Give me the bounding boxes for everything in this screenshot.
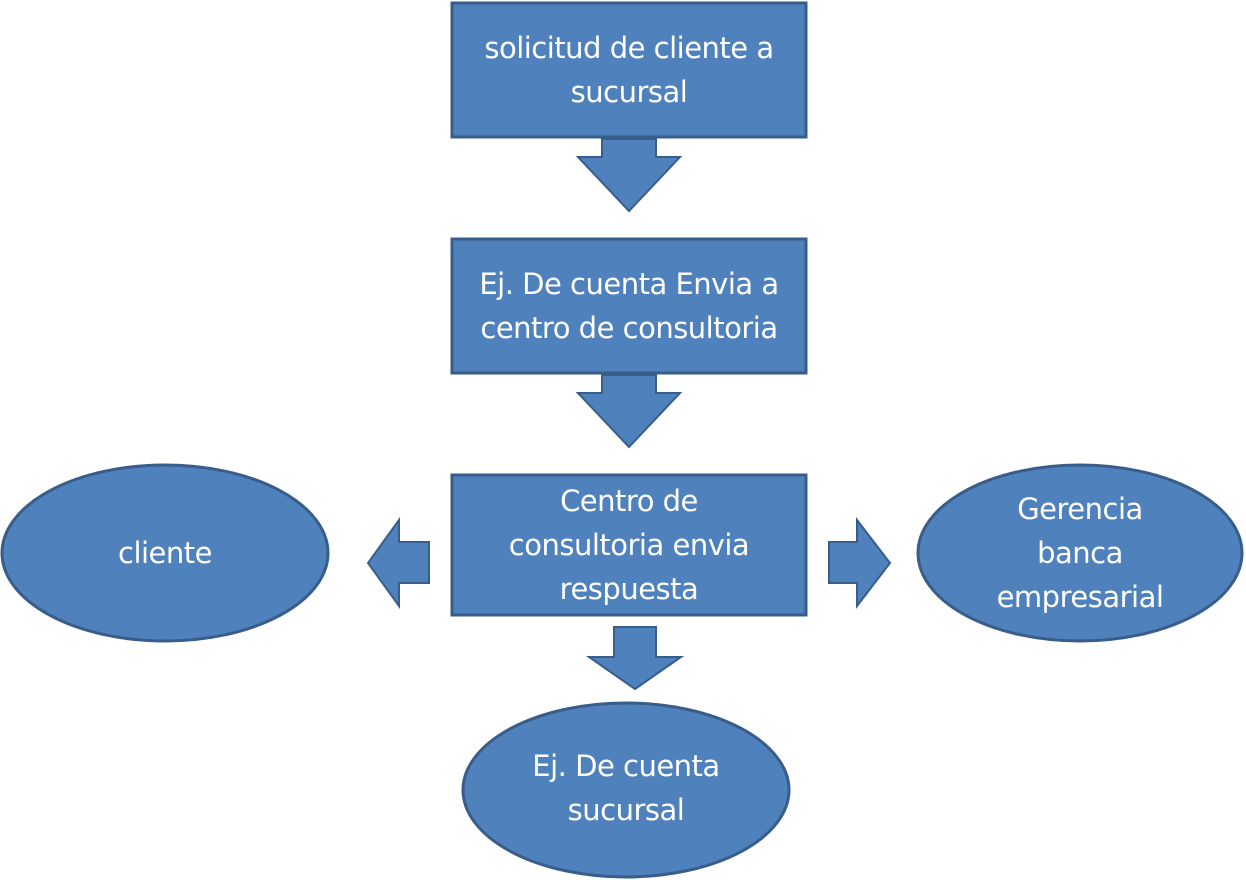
arrow-left	[366, 516, 430, 610]
ejecutivo-line-1: Ej. De cuenta	[532, 749, 720, 783]
step-2-label: Ej. De cuenta Envia a centro de consulto…	[452, 239, 806, 373]
gerencia-label: Gerencia banca empresarial	[930, 485, 1230, 621]
step-3-line-2: consultoria envia	[508, 528, 750, 562]
ejecutivo-ellipse	[461, 701, 791, 879]
step-3-line-1: Centro de	[560, 484, 698, 518]
step-3-line-3: respuesta	[559, 572, 699, 606]
gerencia-line-3: empresarial	[996, 580, 1164, 614]
ejecutivo-line-2: sucursal	[567, 793, 685, 827]
cliente-ellipse	[0, 463, 330, 643]
step-3-box	[450, 473, 808, 617]
step-1-label: solicitud de cliente a sucursal	[452, 3, 806, 137]
cliente-line-1: cliente	[118, 536, 213, 570]
gerencia-line-1: Gerencia	[1017, 492, 1143, 526]
step-2-line-2: centro de consultoria	[480, 311, 778, 345]
step-3-label: Centro de consultoria envia respuesta	[452, 475, 806, 615]
cliente-label: cliente	[10, 500, 320, 606]
step-2-line-1: Ej. De cuenta Envia a	[479, 267, 779, 301]
step-1-box	[450, 1, 808, 139]
arrow-down-2	[575, 374, 683, 449]
step-2-box	[450, 237, 808, 375]
step-1-line-2: sucursal	[570, 75, 688, 109]
arrow-right	[828, 517, 892, 609]
gerencia-ellipse	[916, 463, 1244, 643]
arrow-down-3	[585, 626, 685, 691]
gerencia-line-2: banca	[1037, 536, 1123, 570]
arrow-down-1	[575, 138, 683, 213]
step-1-line-1: solicitud de cliente a	[484, 31, 774, 65]
ejecutivo-label: Ej. De cuenta sucursal	[476, 742, 776, 834]
